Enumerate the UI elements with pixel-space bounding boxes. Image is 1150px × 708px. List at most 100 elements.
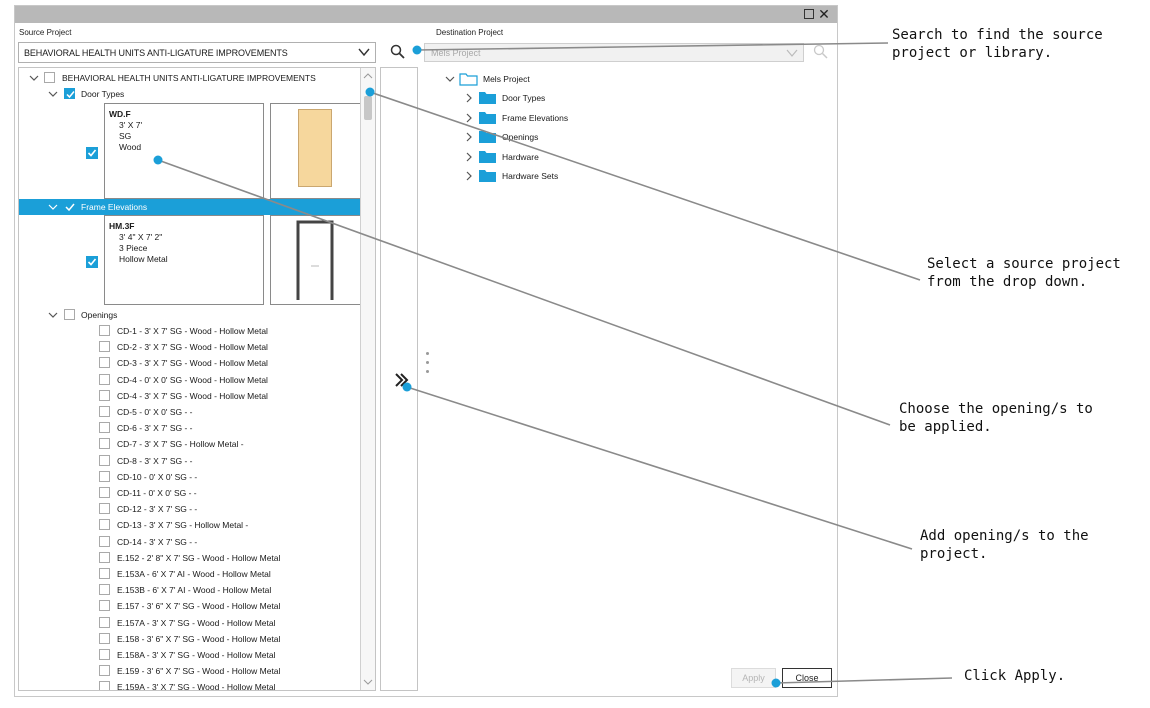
- opening-checkbox[interactable]: [99, 568, 110, 579]
- search-icon[interactable]: [812, 43, 830, 61]
- list-item[interactable]: CD-11 - 0' X 0' SG - -: [19, 485, 361, 501]
- door-type-code: WD.F: [109, 109, 131, 119]
- close-window-icon[interactable]: ✕: [818, 6, 830, 22]
- list-item[interactable]: CD-8 - 3' X 7' SG - -: [19, 453, 361, 469]
- opening-checkbox[interactable]: [99, 584, 110, 596]
- opening-checkbox[interactable]: [99, 389, 110, 401]
- maximize-icon[interactable]: [802, 7, 816, 21]
- chevron-down-icon[interactable]: [29, 73, 39, 83]
- opening-checkbox[interactable]: [99, 632, 110, 644]
- opening-label: E.152 - 2' 8" X 7' SG - Wood - Hollow Me…: [117, 552, 281, 563]
- tree-item-door-types[interactable]: Door Types: [19, 86, 361, 102]
- destination-project-dropdown[interactable]: Mels Project: [424, 43, 804, 62]
- list-item[interactable]: E.157A - 3' X 7' SG - Wood - Hollow Meta…: [19, 615, 361, 631]
- opening-label: E.157 - 3' 6" X 7' SG - Wood - Hollow Me…: [117, 601, 281, 612]
- chevron-right-icon[interactable]: [464, 152, 474, 162]
- tree-root-checkbox[interactable]: [44, 72, 55, 83]
- list-item[interactable]: CD-2 - 3' X 7' SG - Wood - Hollow Metal: [19, 339, 361, 355]
- opening-checkbox[interactable]: [99, 454, 110, 466]
- list-item[interactable]: CD-10 - 0' X 0' SG - -: [19, 469, 361, 485]
- list-item[interactable]: E.158 - 3' 6" X 7' SG - Wood - Hollow Me…: [19, 631, 361, 647]
- opening-checkbox[interactable]: [99, 665, 110, 677]
- list-item[interactable]: CD-12 - 3' X 7' SG - -: [19, 501, 361, 517]
- splitter-handle[interactable]: [426, 352, 430, 380]
- chevron-right-icon[interactable]: [464, 132, 474, 142]
- opening-checkbox[interactable]: [99, 535, 110, 547]
- destination-folder-label: Openings: [502, 132, 539, 142]
- list-item[interactable]: CD-4 - 3' X 7' SG - Wood - Hollow Metal: [19, 388, 361, 404]
- scroll-thumb[interactable]: [364, 96, 372, 120]
- chevron-down-icon[interactable]: [48, 89, 58, 99]
- opening-label: E.158 - 3' 6" X 7' SG - Wood - Hollow Me…: [117, 633, 281, 644]
- opening-label: E.158A - 3' X 7' SG - Wood - Hollow Meta…: [117, 650, 276, 660]
- tree-item-frame-elevations[interactable]: Frame Elevations: [19, 199, 361, 215]
- chevron-down-icon[interactable]: [445, 74, 455, 84]
- opening-checkbox[interactable]: [99, 470, 110, 482]
- list-item[interactable]: CD-3 - 3' X 7' SG - Wood - Hollow Metal: [19, 355, 361, 371]
- chevron-right-icon[interactable]: [464, 113, 474, 123]
- folder-icon: [479, 111, 496, 124]
- opening-checkbox[interactable]: [99, 649, 110, 660]
- source-project-dropdown[interactable]: BEHAVIORAL HEALTH UNITS ANTI-LIGATURE IM…: [18, 42, 376, 63]
- opening-checkbox[interactable]: [99, 681, 110, 690]
- opening-checkbox[interactable]: [99, 487, 110, 498]
- opening-checkbox[interactable]: [99, 438, 110, 450]
- chevron-down-icon[interactable]: [48, 202, 58, 212]
- list-item[interactable]: E.159A - 3' X 7' SG - Wood - Hollow Meta…: [19, 679, 361, 690]
- chevron-up-icon[interactable]: [362, 70, 374, 82]
- list-item[interactable]: E.159 - 3' 6" X 7' SG - Wood - Hollow Me…: [19, 663, 361, 679]
- opening-checkbox[interactable]: [99, 341, 110, 353]
- opening-label: CD-6 - 3' X 7' SG - -: [117, 423, 193, 434]
- tree-item-openings[interactable]: Openings: [19, 307, 361, 323]
- check-icon[interactable]: [65, 202, 75, 212]
- close-button[interactable]: Close: [782, 668, 832, 688]
- opening-checkbox[interactable]: [99, 551, 110, 563]
- opening-checkbox[interactable]: [99, 519, 110, 531]
- chevron-right-icon[interactable]: [464, 171, 474, 181]
- list-item[interactable]: CD-1 - 3' X 7' SG - Wood - Hollow Metal: [19, 323, 361, 339]
- frame-code: HM.3F: [109, 221, 135, 231]
- list-item[interactable]: CD-7 - 3' X 7' SG - Hollow Metal -: [19, 436, 361, 452]
- list-item[interactable]: CD-13 - 3' X 7' SG - Hollow Metal -: [19, 517, 361, 533]
- apply-button[interactable]: Apply: [731, 668, 776, 688]
- list-item[interactable]: CD-6 - 3' X 7' SG - -: [19, 420, 361, 436]
- door-types-checkbox[interactable]: [64, 88, 75, 99]
- title-bar: ✕: [15, 6, 837, 23]
- chevron-down-icon[interactable]: [48, 310, 58, 320]
- list-item[interactable]: CD-14 - 3' X 7' SG - -: [19, 534, 361, 550]
- list-item[interactable]: E.153A - 6' X 7' AI - Wood - Hollow Meta…: [19, 566, 361, 582]
- door-type-card[interactable]: WD.F 3' X 7' SG Wood: [104, 103, 264, 199]
- door-type-card-checkbox[interactable]: [86, 147, 98, 159]
- frame-elevation-card-checkbox[interactable]: [86, 256, 98, 268]
- openings-checkbox[interactable]: [64, 309, 75, 320]
- list-item[interactable]: E.158A - 3' X 7' SG - Wood - Hollow Meta…: [19, 647, 361, 663]
- opening-checkbox[interactable]: [99, 503, 110, 515]
- list-item[interactable]: CD-4 - 0' X 0' SG - Wood - Hollow Metal: [19, 372, 361, 388]
- chevron-down-icon[interactable]: [362, 676, 374, 688]
- opening-checkbox[interactable]: [99, 616, 110, 628]
- opening-checkbox[interactable]: [99, 600, 110, 612]
- door-type-material: Wood: [119, 142, 142, 152]
- list-item[interactable]: CD-5 - 0' X 0' SG - -: [19, 404, 361, 420]
- opening-label: CD-2 - 3' X 7' SG - Wood - Hollow Metal: [117, 342, 268, 353]
- frame-elevation-card[interactable]: HM.3F 3' 4" X 7' 2" 3 Piece Hollow Metal: [104, 215, 264, 305]
- opening-label: CD-5 - 0' X 0' SG - -: [117, 407, 193, 417]
- chevron-right-icon[interactable]: [464, 93, 474, 103]
- opening-checkbox[interactable]: [99, 422, 110, 434]
- destination-root-label: Mels Project: [483, 74, 530, 84]
- list-item[interactable]: E.157 - 3' 6" X 7' SG - Wood - Hollow Me…: [19, 598, 361, 614]
- double-chevron-right-icon[interactable]: [393, 371, 411, 389]
- list-item[interactable]: E.153B - 6' X 7' AI - Wood - Hollow Meta…: [19, 582, 361, 598]
- folder-icon: [479, 131, 496, 143]
- source-tree-scrollbar[interactable]: [360, 68, 375, 690]
- opening-label: E.153A - 6' X 7' AI - Wood - Hollow Meta…: [117, 569, 271, 579]
- list-item[interactable]: E.152 - 2' 8" X 7' SG - Wood - Hollow Me…: [19, 550, 361, 566]
- opening-checkbox[interactable]: [99, 373, 110, 385]
- opening-checkbox[interactable]: [99, 357, 110, 369]
- opening-checkbox[interactable]: [99, 406, 110, 417]
- folder-open-icon: [459, 73, 478, 86]
- opening-checkbox[interactable]: [99, 325, 110, 336]
- tree-root-row[interactable]: BEHAVIORAL HEALTH UNITS ANTI-LIGATURE IM…: [19, 70, 361, 86]
- opening-label: CD-13 - 3' X 7' SG - Hollow Metal -: [117, 520, 249, 531]
- search-icon[interactable]: [389, 43, 407, 61]
